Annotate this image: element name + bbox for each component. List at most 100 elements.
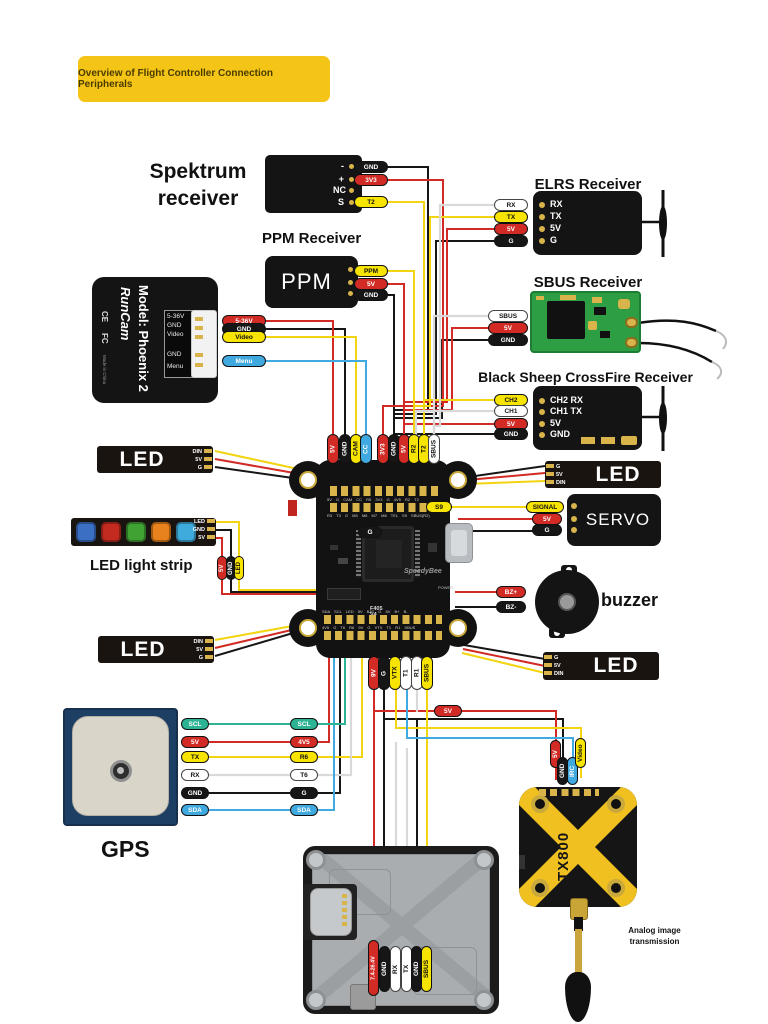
ppm-pad <box>348 267 353 272</box>
wire-label-5v: 5V <box>181 736 209 748</box>
esc-screw <box>474 850 494 870</box>
wire-label-5v: 5V <box>488 322 528 334</box>
strip-led-cell <box>101 522 121 542</box>
strip-pad <box>207 527 215 531</box>
spektrum-pad <box>349 200 354 205</box>
spektrum-pad <box>349 188 354 193</box>
wire-label-sbus: SBUS <box>428 434 440 464</box>
esc-connector-pin <box>342 894 347 898</box>
gps-module <box>63 708 178 826</box>
wire-label-menu: Menu <box>222 355 266 367</box>
led-pad <box>204 457 212 461</box>
wire-label-scl: SCL <box>181 718 209 730</box>
led-bar-label: LED <box>595 462 641 486</box>
wire-label-t2: T2 <box>354 196 388 208</box>
fc-usb-c-port <box>445 523 473 563</box>
runcam-panel-menu: Menu <box>167 363 184 370</box>
runcam-camera: CE FC Made in China RunCam Model: Phoeni… <box>92 277 218 403</box>
fc-chip-pins <box>356 530 361 578</box>
fc-power-label: POWER <box>438 585 454 590</box>
wire-label-sda: SDA <box>181 804 209 816</box>
fc-silk-bottom1: SDA SCL LED 5V BAT G 5V B+ B- <box>322 609 408 614</box>
sbus-chip <box>547 301 585 339</box>
sbus-pad <box>592 297 602 303</box>
vtx-antenna-rod <box>575 929 582 979</box>
led-pad <box>205 639 213 643</box>
wire-label-gnd: GND <box>354 161 388 173</box>
esc-connector <box>303 884 357 940</box>
fc-pad-row <box>324 615 442 624</box>
sbus-antenna-wires <box>637 319 728 380</box>
runcam-panel-video: Video <box>167 331 184 338</box>
led-pad <box>205 647 213 651</box>
vtx-caption-line2: transmission <box>629 937 680 946</box>
crossfire-pad <box>539 432 545 438</box>
wire-label-led: LED <box>234 556 244 580</box>
fc-component-red <box>288 500 297 516</box>
wire-label-sbus: SBUS <box>488 310 528 322</box>
vtx-mount-hole <box>531 879 549 897</box>
vtx-antenna-joint <box>574 917 583 931</box>
gps-corner <box>65 710 76 720</box>
wires-teal <box>208 655 346 725</box>
ppm-receiver: PPM <box>265 256 358 308</box>
wire-label-5v: 5V <box>494 223 528 235</box>
fc-pad-row <box>324 631 442 640</box>
wire-label-gnd: GND <box>494 428 528 440</box>
led-pad <box>204 465 212 469</box>
spektrum-pin-plus: + <box>338 174 344 184</box>
led-bar-label: LED <box>593 654 639 677</box>
runcam-panel-gnd: GND <box>167 322 182 329</box>
wire-label-bz-minus: BZ- <box>496 601 526 613</box>
vtx-mount-hole <box>607 879 625 897</box>
led-pin-g: G <box>554 655 559 661</box>
sbus-pad <box>536 296 544 300</box>
esc-screw <box>306 990 326 1010</box>
esc-screw <box>474 990 494 1010</box>
fc-pad-row <box>330 486 442 496</box>
crossfire-pin-ch2rx: CH2 RX <box>550 395 584 405</box>
sbus-ufl-connector <box>625 317 638 328</box>
fc-silk-bottom2: 4V5 G T6 R6 9V G VTX T1 R1 SBUS <box>322 625 416 630</box>
esc-connector-pin <box>342 908 347 912</box>
sbus-pad <box>560 295 576 300</box>
led-bar-bottom-left: LED DIN 5V G <box>98 636 214 663</box>
runcam-cert-ce: CE <box>100 311 109 323</box>
strip-led-cell <box>76 522 96 542</box>
strip-pad <box>207 519 215 523</box>
led-pad <box>546 464 554 468</box>
wire-label-r6: R6 <box>290 751 318 763</box>
led-pad <box>546 480 554 484</box>
wire-label-video: Video <box>575 738 586 768</box>
fc-component <box>330 545 338 550</box>
led-pad <box>544 671 552 675</box>
led-pin-5v: 5V <box>195 457 202 463</box>
strip-pin-5v: 5V <box>198 535 205 541</box>
elrs-pad <box>539 202 545 208</box>
wire-label-sda: SDA <box>290 804 318 816</box>
spektrum-title: Spektrum receiver <box>138 158 258 212</box>
crossfire-pad <box>539 421 545 427</box>
esc-connector-pin <box>342 922 347 926</box>
wire-label-gnd: GND <box>379 946 390 992</box>
servo-pad <box>571 503 577 509</box>
wire-label-bz-plus: BZ+ <box>496 586 526 598</box>
fc-component <box>327 588 361 600</box>
led-pad <box>546 472 554 476</box>
crossfire-antenna <box>642 386 667 451</box>
elrs-antenna <box>642 190 667 257</box>
fc-brand: SpeedyBee <box>404 568 442 575</box>
servo: SERVO <box>567 494 661 546</box>
wire-label-signal: SIGNAL <box>526 501 564 513</box>
runcam-connector <box>191 310 217 378</box>
wire-label-t6: T6 <box>290 769 318 781</box>
ppm-pad <box>348 280 353 285</box>
wire-label-g: G <box>494 235 528 247</box>
banner-title: Overview of Flight Controller Connection… <box>78 68 274 90</box>
crossfire-receiver: CH2 RX CH1 TX 5V GND <box>533 386 642 450</box>
vtx-board-label: TX800 <box>555 831 572 881</box>
vtx-side-component <box>519 855 525 869</box>
runcam-connector-pin <box>195 353 203 357</box>
wire-label-gnd: GND <box>181 787 209 799</box>
spektrum-receiver: - + NC S <box>265 155 362 213</box>
